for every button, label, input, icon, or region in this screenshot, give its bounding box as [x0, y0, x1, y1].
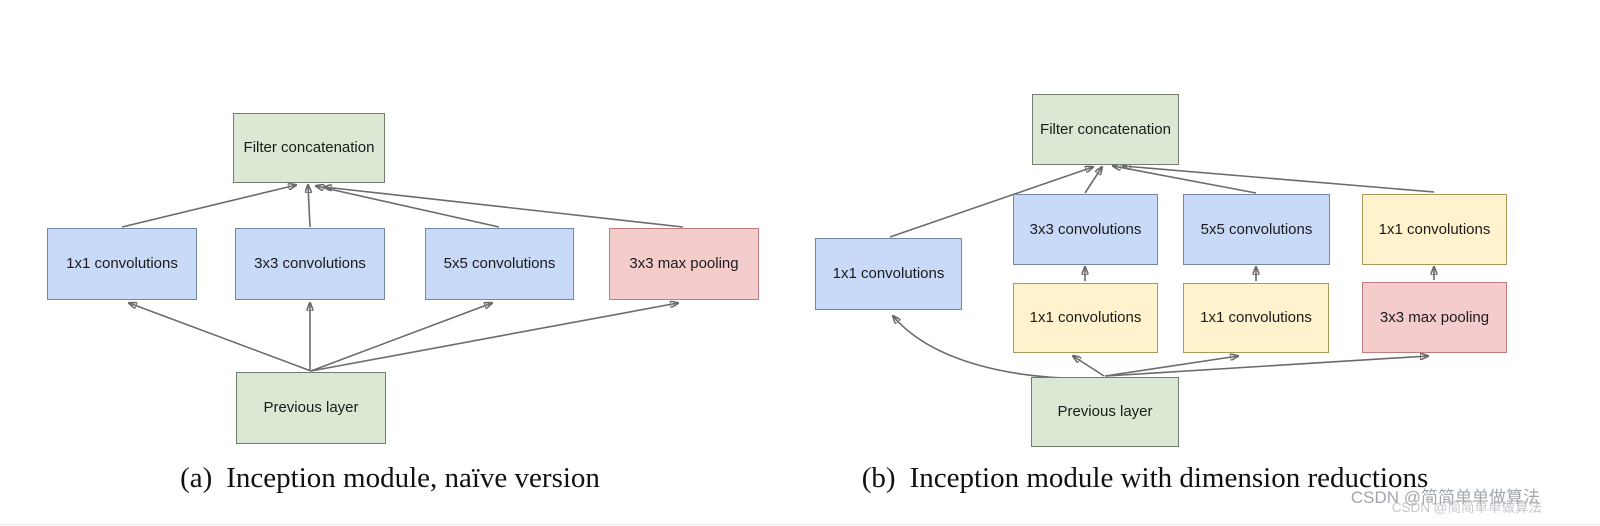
- arrow-a-3x3-to-concat: [308, 185, 310, 228]
- node-b-filter-concatenation: Filter concatenation: [1032, 94, 1179, 165]
- node-b-5x5-convolutions: 5x5 convolutions: [1183, 194, 1330, 265]
- caption-a-label: (a): [180, 461, 213, 494]
- node-a-filter-concatenation: Filter concatenation: [233, 113, 385, 183]
- node-b-1x1-reduce-left: 1x1 convolutions: [1013, 283, 1158, 353]
- node-a-previous-layer: Previous layer: [236, 372, 386, 444]
- arrow-a-5x5-to-concat: [316, 186, 500, 228]
- arrow-a-prev-to-1x1: [129, 303, 312, 372]
- arrow-a-pool-to-concat: [324, 187, 684, 228]
- node-a-5x5-convolutions: 5x5 convolutions: [425, 228, 574, 300]
- arrow-b-1x1branch-to-concat: [889, 167, 1093, 238]
- node-a-1x1-convolutions: 1x1 convolutions: [47, 228, 197, 300]
- arrow-b-prev-to-reduceright: [1104, 356, 1238, 377]
- node-a-3x3-max-pooling: 3x3 max pooling: [609, 228, 759, 300]
- node-b-1x1-reduce-right: 1x1 convolutions: [1183, 283, 1329, 353]
- node-b-1x1-convolutions-after-pool: 1x1 convolutions: [1362, 194, 1507, 265]
- arrow-a-prev-to-pool: [310, 303, 678, 372]
- arrow-a-1x1-to-concat: [121, 185, 296, 228]
- node-b-3x3-convolutions: 3x3 convolutions: [1013, 194, 1158, 265]
- arrow-b-prev-to-pool: [1105, 356, 1428, 377]
- arrow-a-prev-to-5x5: [310, 303, 492, 372]
- node-b-1x1-convolutions-branch: 1x1 convolutions: [815, 238, 962, 310]
- arrow-b-3x3-to-concat: [1084, 167, 1102, 194]
- node-a-3x3-convolutions: 3x3 convolutions: [235, 228, 385, 300]
- caption-a: (a) Inception module, naïve version: [40, 456, 740, 500]
- bottom-edge-line: [0, 524, 1600, 525]
- arrow-b-prev-to-reduceleft: [1073, 356, 1105, 377]
- caption-b-label: (b): [861, 461, 896, 494]
- caption-a-text: Inception module, naïve version: [226, 461, 600, 494]
- caption-b-text: Inception module with dimension reductio…: [909, 461, 1429, 494]
- arrow-b-1x1afterpool-to-concat: [1123, 166, 1435, 193]
- arrow-b-5x5-to-concat: [1113, 166, 1257, 194]
- caption-b: (b) Inception module with dimension redu…: [800, 456, 1490, 500]
- node-b-previous-layer: Previous layer: [1031, 377, 1179, 447]
- node-b-3x3-max-pooling: 3x3 max pooling: [1362, 282, 1507, 353]
